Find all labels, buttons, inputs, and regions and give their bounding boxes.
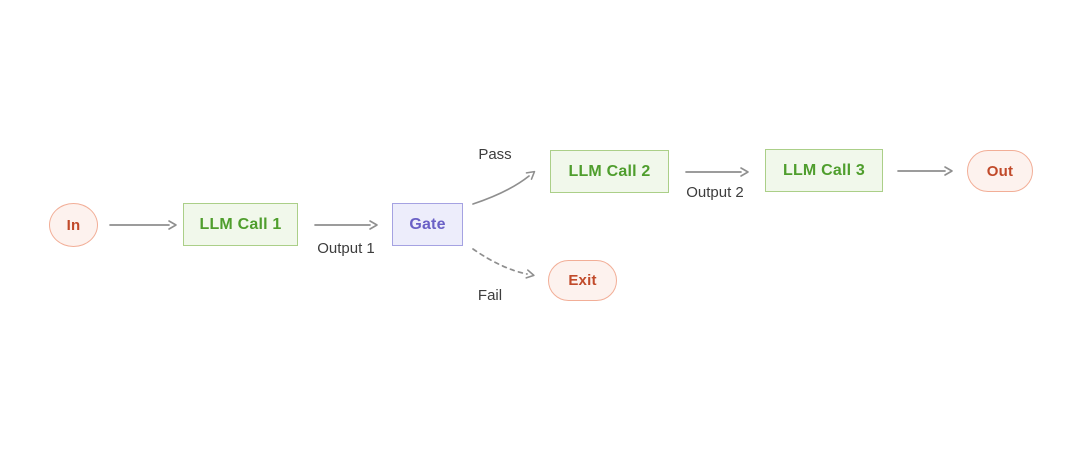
edge-label-output-2: Output 2 xyxy=(686,184,744,201)
edge-gate-to-llm-call-2-pass xyxy=(472,170,536,205)
node-in: In xyxy=(49,203,98,247)
node-llm-call-2-label: LLM Call 2 xyxy=(568,162,651,180)
node-llm-call-1-label: LLM Call 1 xyxy=(199,215,282,233)
node-gate-label: Gate xyxy=(409,215,446,233)
edge-gate-to-exit-fail xyxy=(472,248,535,279)
edge-label-pass: Pass xyxy=(478,146,512,163)
node-out-label: Out xyxy=(986,162,1014,180)
node-out: Out xyxy=(967,150,1033,192)
node-llm-call-3: LLM Call 3 xyxy=(765,149,883,192)
node-llm-call-2: LLM Call 2 xyxy=(550,150,669,193)
node-llm-call-3-label: LLM Call 3 xyxy=(782,161,865,179)
edge-label-fail: Fail xyxy=(477,287,503,304)
node-llm-call-1: LLM Call 1 xyxy=(183,203,298,246)
node-exit-label: Exit xyxy=(568,272,597,289)
edge-label-output-1: Output 1 xyxy=(317,240,375,257)
node-exit: Exit xyxy=(548,260,617,301)
node-gate: Gate xyxy=(392,203,463,246)
node-in-label: In xyxy=(66,216,81,234)
